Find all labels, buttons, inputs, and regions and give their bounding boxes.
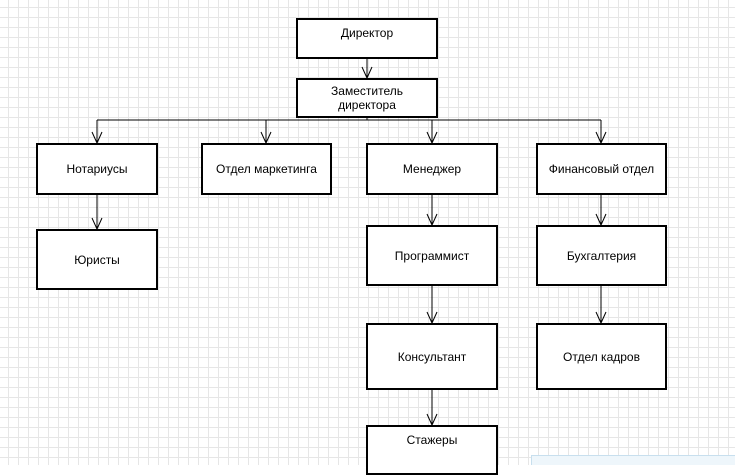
node-lawyers[interactable]: Юристы xyxy=(36,229,158,290)
node-finance[interactable]: Финансовый отдел xyxy=(536,143,667,195)
node-consultant[interactable]: Консультант xyxy=(366,323,498,390)
node-programmer[interactable]: Программист xyxy=(366,225,498,286)
node-notaries-label: Нотариусы xyxy=(66,162,128,176)
node-accounting[interactable]: Бухгалтерия xyxy=(536,225,667,286)
node-hr-label: Отдел кадров xyxy=(563,349,640,364)
node-marketing[interactable]: Отдел маркетинга xyxy=(201,143,332,195)
node-notaries[interactable]: Нотариусы xyxy=(36,143,158,195)
node-hr[interactable]: Отдел кадров xyxy=(536,323,667,390)
node-director-label: Директор xyxy=(340,26,394,40)
node-interns-label: Стажеры xyxy=(406,433,458,447)
node-finance-label: Финансовый отдел xyxy=(548,162,655,176)
node-deputy-director-label: Заместитель директора xyxy=(331,84,403,112)
node-director[interactable]: Директор xyxy=(296,18,438,59)
node-lawyers-label: Юристы xyxy=(74,252,120,267)
node-programmer-label: Программист xyxy=(394,248,470,263)
node-manager[interactable]: Менеджер xyxy=(366,143,498,195)
node-consultant-label: Консультант xyxy=(397,349,467,364)
node-manager-label: Менеджер xyxy=(402,162,462,176)
node-marketing-label: Отдел маркетинга xyxy=(216,162,317,176)
node-deputy-director[interactable]: Заместитель директора xyxy=(296,78,438,118)
corner-panel xyxy=(531,455,735,465)
node-interns[interactable]: Стажеры xyxy=(366,425,498,475)
node-accounting-label: Бухгалтерия xyxy=(566,248,637,263)
